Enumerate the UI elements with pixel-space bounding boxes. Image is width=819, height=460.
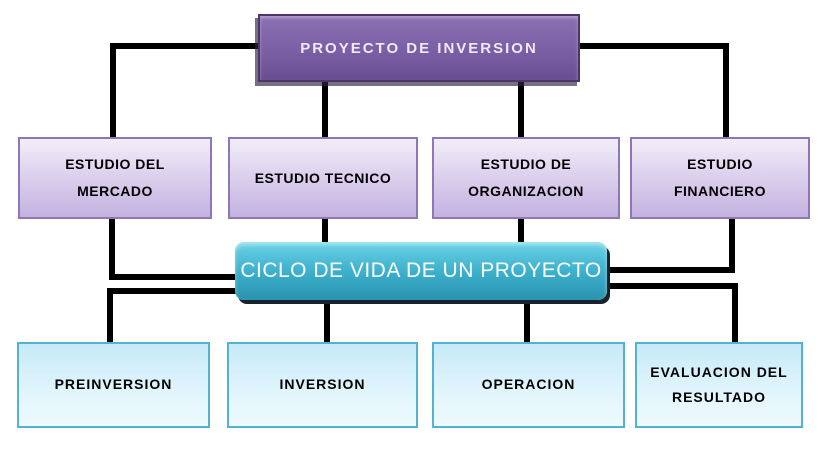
connector-financiero-down-vertical xyxy=(729,217,735,273)
connector-title-left-horizontal xyxy=(110,43,260,49)
phase-box-evaluacion: EVALUACION DEL RESULTADO xyxy=(635,342,803,428)
connector-ciclo-to-operacion-vertical xyxy=(524,298,530,344)
phase-box-operacion-label: OPERACION xyxy=(481,376,576,393)
phase-box-inversion: INVERSION xyxy=(227,342,418,428)
study-box-organizacion: ESTUDIO DE ORGANIZACION xyxy=(432,137,620,219)
connector-title-right-horizontal xyxy=(578,43,729,49)
middle-box-ciclo-de-vida: CICLO DE VIDA DE UN PROYECTO xyxy=(235,242,607,300)
study-box-mercado-label: ESTUDIO DEL MERCADO xyxy=(65,156,165,199)
connector-ciclo-to-preinversion-vertical xyxy=(107,288,113,344)
connector-ciclo-to-evaluacion-vertical xyxy=(732,283,738,344)
study-box-financiero: ESTUDIO FINANCIERO xyxy=(630,137,810,219)
connector-organizacion-to-ciclo-vertical xyxy=(518,217,524,244)
middle-box-label: CICLO DE VIDA DE UN PROYECTO xyxy=(240,259,602,282)
connector-title-to-tecnico-vertical xyxy=(322,81,328,139)
study-box-tecnico: ESTUDIO TECNICO xyxy=(228,137,418,219)
connector-title-to-organizacion-vertical xyxy=(518,81,524,139)
phase-box-inversion-label: INVERSION xyxy=(279,376,366,393)
study-box-tecnico-label: ESTUDIO TECNICO xyxy=(254,169,392,186)
phase-box-evaluacion-label: EVALUACION DEL RESULTADO xyxy=(650,363,788,405)
connector-title-to-financiero-vertical xyxy=(723,43,729,139)
connector-tecnico-to-ciclo-vertical xyxy=(322,217,328,244)
connector-ciclo-to-preinversion-horizontal xyxy=(107,288,237,294)
connector-ciclo-to-inversion-vertical xyxy=(324,298,330,344)
study-box-mercado: ESTUDIO DEL MERCADO xyxy=(18,137,212,219)
connector-financiero-to-ciclo-horizontal xyxy=(605,267,735,273)
study-box-organizacion-label: ESTUDIO DE ORGANIZACION xyxy=(468,156,584,199)
title-box-proyecto-de-inversion: PROYECTO DE INVERSION xyxy=(258,14,580,82)
title-box-label: PROYECTO DE INVERSION xyxy=(300,39,538,57)
connector-ciclo-to-evaluacion-horizontal xyxy=(605,283,738,289)
connector-mercado-down-vertical xyxy=(109,217,115,280)
phase-box-preinversion-label: PREINVERSION xyxy=(54,376,173,393)
phase-box-operacion: OPERACION xyxy=(432,342,625,428)
connector-title-to-mercado-vertical xyxy=(110,43,116,139)
connector-mercado-to-ciclo-horizontal xyxy=(109,274,237,280)
study-box-financiero-label: ESTUDIO FINANCIERO xyxy=(673,156,767,199)
phase-box-preinversion: PREINVERSION xyxy=(17,342,210,428)
